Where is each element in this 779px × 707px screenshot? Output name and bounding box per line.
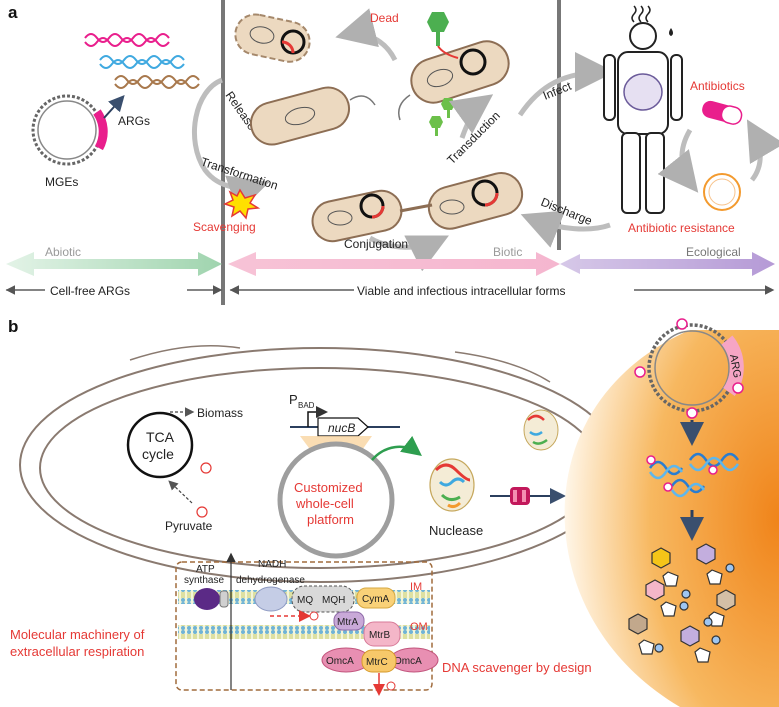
biotic-arrow <box>228 252 560 276</box>
viable-label: Viable and infectious intracellular form… <box>357 284 566 298</box>
scavenger-label: DNA scavenger by design <box>442 660 592 675</box>
mtrb-label: MtrB <box>369 630 390 641</box>
panel-a-label: a <box>8 3 18 22</box>
nucleotide-icon <box>628 613 664 655</box>
cell-free-label: Cell-free ARGs <box>50 284 130 298</box>
args-arrow <box>103 95 125 119</box>
dna-strands-icon <box>84 33 200 89</box>
im-label: IM <box>410 581 422 593</box>
pbad-subscript: BAD <box>298 401 315 410</box>
om-label: OM <box>410 621 428 633</box>
promoter-arrow <box>307 406 328 427</box>
discharge-arrow <box>520 210 611 248</box>
electron-icon <box>386 681 396 691</box>
nucleotide-icon <box>651 547 691 599</box>
scavenging-label: Scavenging <box>193 220 256 234</box>
bacterium-icon <box>234 13 311 63</box>
nadh-dehydrogenase <box>254 586 288 612</box>
machinery-label-line1: Molecular machinery of <box>10 627 145 642</box>
nucb-label: nucB <box>328 421 355 435</box>
ecological-label: Ecological <box>686 245 741 259</box>
mq-pool <box>291 585 355 613</box>
machinery-label-line2: extracellular respiration <box>10 644 144 659</box>
electron-icon <box>309 611 319 621</box>
cut-site-icon <box>646 455 718 492</box>
omca-left-label: OmcA <box>326 656 354 667</box>
pbad-label: P <box>289 392 298 407</box>
nuclease-protein-icon <box>523 409 559 451</box>
nucleotide-icon <box>680 625 721 663</box>
atp-label-line1: ATP <box>196 564 215 575</box>
arg-label: ARG <box>727 353 743 379</box>
atp-label-line2: synthase <box>184 575 224 586</box>
whole-cell-platform-circle <box>277 441 395 559</box>
cyma-label: CymA <box>362 594 390 605</box>
mqh-label: MQH <box>322 595 345 606</box>
mtrc-label: MtrC <box>366 657 388 668</box>
omca-right-label: OmcA <box>394 656 422 667</box>
dead-arrow <box>335 8 398 62</box>
petri-dish-icon <box>703 173 741 211</box>
bacterium-icon <box>398 40 510 121</box>
transformation-cycle-arrow <box>191 77 270 214</box>
cyma <box>356 587 396 609</box>
mtra <box>333 611 365 631</box>
conjugation-arrow <box>368 235 449 272</box>
pill-icon <box>702 100 743 125</box>
conjugation-bridge <box>399 203 433 213</box>
respiration-box <box>175 561 433 691</box>
panel-b-label: b <box>8 317 18 336</box>
nadh-label-line2: dehydrogenase <box>236 575 305 586</box>
bacterium-icon <box>427 172 524 230</box>
infect-arrow <box>517 52 615 117</box>
burst-icon <box>223 188 261 220</box>
eco-cycle-arrow-right <box>746 119 779 182</box>
cut-site-icon <box>634 318 744 419</box>
tca-cycle-circle <box>126 411 194 479</box>
mtrc <box>361 649 397 673</box>
ecological-arrow <box>560 252 775 276</box>
nucleotide-icon <box>696 543 735 585</box>
abiotic-label: Abiotic <box>45 245 81 259</box>
tca-label-line1: TCA <box>146 429 175 445</box>
flagella <box>129 344 551 383</box>
abiotic-arrow <box>6 252 222 276</box>
gut-bacteria-icon <box>623 73 663 111</box>
mtra-label: MtrA <box>337 617 358 628</box>
nucleotide-icon <box>645 579 689 617</box>
pyruvate-label: Pyruvate <box>165 519 213 533</box>
expression-arrow <box>371 435 422 461</box>
plasmid-icon <box>31 94 108 166</box>
antibiotic-resistance-label: Antibiotic resistance <box>628 221 735 235</box>
nuclease-label: Nuclease <box>429 523 483 538</box>
phage-icon <box>427 12 459 59</box>
pyruvate-arrow <box>168 480 193 504</box>
antibiotics-label: Antibiotics <box>690 79 745 93</box>
nadh-label-line1: NADH <box>258 559 286 570</box>
membrane-channel-icon <box>510 487 530 505</box>
mq-label: MQ <box>297 595 313 606</box>
platform-label-line3: platform <box>307 512 354 527</box>
dead-label: Dead <box>370 11 399 25</box>
extracellular-gradient <box>564 330 779 707</box>
tca-label-line2: cycle <box>142 446 174 462</box>
eco-cycle-arrow-left <box>657 128 699 193</box>
atp-synthase <box>194 588 220 610</box>
platform-label-line2: whole-cell <box>295 496 354 511</box>
platform-label-line1: Customized <box>294 480 363 495</box>
bacterium-icon <box>249 86 376 146</box>
bacterium-icon <box>311 189 403 243</box>
args-label: ARGs <box>118 114 150 128</box>
nuclease-protein-icon <box>429 458 475 512</box>
nucb-gene <box>317 417 369 437</box>
biomass-label: Biomass <box>197 406 243 420</box>
conjugation-label: Conjugation <box>344 237 408 251</box>
mtrb <box>363 621 401 647</box>
electron-icon <box>196 462 212 518</box>
mges-label: MGEs <box>45 175 78 189</box>
transduction-arrow <box>448 94 494 139</box>
nucleotide-icon <box>703 589 736 627</box>
biotic-label: Biotic <box>493 245 522 259</box>
